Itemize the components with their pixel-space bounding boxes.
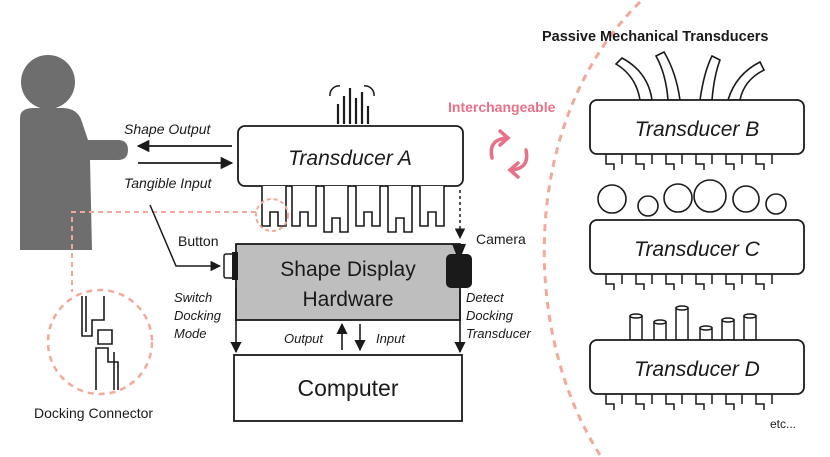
button-label: Button (178, 233, 218, 249)
tangible-input-to-button (149, 204, 222, 272)
transducer-d-box (589, 339, 805, 395)
transducer-b-box (589, 99, 805, 155)
shape-display-label-line1: Shape Display (280, 258, 416, 281)
detect-label-line3: Transducer (466, 326, 531, 341)
tangible-input-label: Tangible Input (124, 175, 213, 191)
docking-connector-circle (46, 288, 154, 396)
camera-icon (446, 244, 472, 288)
computer-box (233, 354, 463, 422)
transducer-c-box (589, 219, 805, 275)
panel-title: Passive Mechanical Transducers (542, 29, 769, 45)
connector-highlight-line (71, 211, 256, 292)
transducer-c-connectors (605, 274, 773, 290)
computer-label: Computer (298, 375, 399, 401)
docking-connector-label: Docking Connector (34, 405, 153, 421)
detect-label-line1: Detect (466, 290, 505, 305)
input-label: Input (376, 331, 406, 346)
antenna-icon (329, 85, 375, 124)
shape-output-label: Shape Output (124, 121, 212, 137)
ball-objects (597, 179, 787, 217)
output-label: Output (284, 331, 324, 346)
transducer-b-connectors (605, 154, 773, 170)
interchange-cycle-icon (489, 129, 529, 179)
curved-strips (614, 50, 766, 101)
shape-display-hardware-box (235, 243, 461, 321)
cylinder-objects (629, 305, 757, 341)
connector-highlight-small (255, 198, 289, 232)
transducer-a-pins (261, 186, 445, 233)
transducer-b-label: Transducer B (635, 118, 760, 141)
switch-label-line1: Switch (174, 290, 212, 305)
camera-label: Camera (476, 231, 526, 247)
switch-label-line2: Docking (174, 308, 222, 323)
switch-label-line3: Mode (174, 326, 207, 341)
person-icon (20, 55, 128, 250)
transducer-d-connectors (605, 394, 773, 410)
shape-display-label-line2: Hardware (302, 288, 393, 311)
separator-arc (542, 0, 642, 456)
transducer-a-label: Transducer A (288, 147, 412, 170)
docking-connector-icon (81, 296, 119, 390)
transducer-a-box (237, 125, 464, 187)
etc-label: etc... (770, 417, 796, 431)
interchangeable-label: Interchangeable (448, 99, 556, 115)
detect-label-line2: Docking (466, 308, 514, 323)
transducer-d-label: Transducer D (634, 358, 760, 381)
transducer-c-label: Transducer C (634, 238, 760, 261)
